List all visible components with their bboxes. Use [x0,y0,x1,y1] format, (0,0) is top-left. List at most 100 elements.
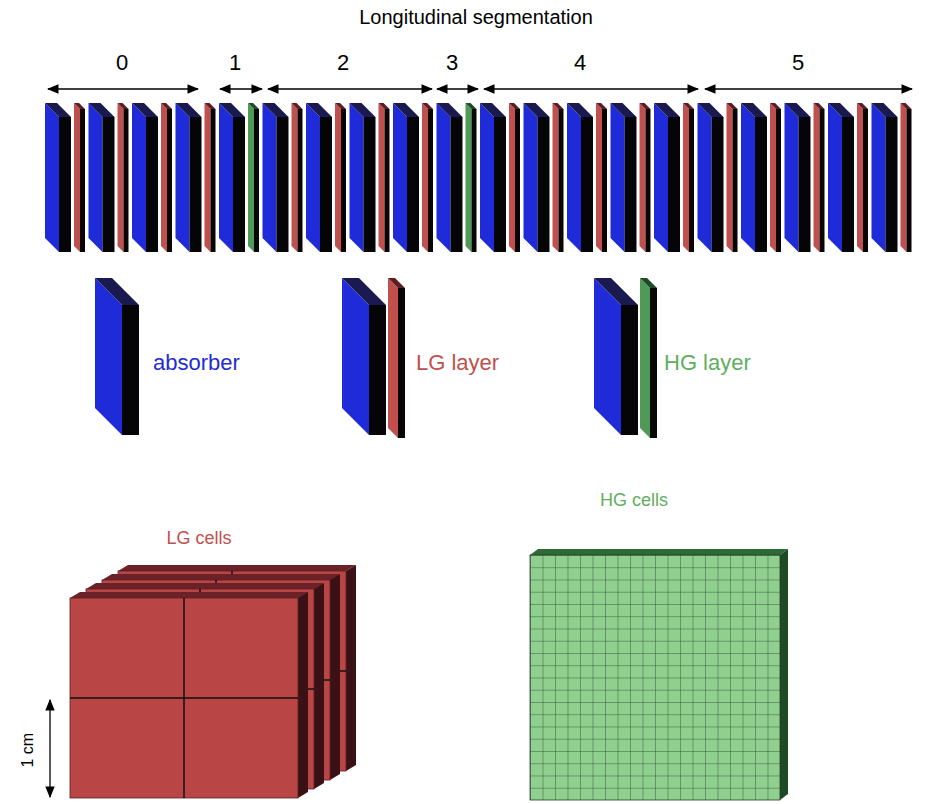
lg-layer-top [596,103,607,109]
lg-layer [422,103,433,252]
absorber-plate [828,103,854,252]
absorber-plate-front [146,117,158,252]
absorber-plate [611,103,637,252]
absorber-plate [132,103,158,252]
lg-layer [857,103,868,252]
absorber-plate-front [59,117,71,252]
absorber-plate-face [437,103,451,252]
lg-layer-top [292,103,303,109]
absorber-plate-front [886,117,898,252]
absorber-plate-face [698,103,712,252]
lg-layer-top [901,103,912,109]
absorber-plate [480,103,506,252]
absorber-plate-top [524,103,550,117]
absorber-plate-front [538,117,550,252]
segment-number: 3 [446,50,458,75]
hg-sample-face [640,278,650,438]
absorber-plate-face [785,103,799,252]
lg-layer-top [118,103,129,109]
lg-layer-front [211,109,216,252]
lg-layer-face [683,103,689,252]
segment-number: 1 [229,50,241,75]
lg-sample-front [398,288,405,438]
lg-layer-front [341,109,346,252]
absorber-plate-top [219,103,245,117]
lg-layer-top [422,103,433,109]
absorber-plate-front [364,117,376,252]
absorber-plate-front [320,117,332,252]
lg-layer-top [335,103,346,109]
legend-entry: HG layer [664,350,751,375]
absorber-plate-face [263,103,277,252]
lg-layer-top [770,103,781,109]
absorber-sample-front [122,305,139,435]
hg-sample-front [650,288,657,438]
absorber-plate-top [611,103,637,117]
absorber-sample-front [621,305,638,435]
plate-top [118,565,356,571]
scale-arrow [49,700,50,797]
absorber-plate-front [581,117,593,252]
lg-cells-figure [70,565,356,798]
lg-cell-plate [70,592,308,798]
absorber-plate [654,103,680,252]
absorber-plate-top [785,103,811,117]
lg-layer-face [640,103,646,252]
absorber-sample [594,278,638,435]
lg-layer-top [640,103,651,109]
absorber-plate-top [132,103,158,117]
scale-label: 1 cm [19,733,37,768]
absorber-plate [524,103,550,252]
hg-sample [640,278,657,438]
absorber-sample [95,278,139,435]
absorber-sample-front [369,305,386,435]
plate-top [530,549,788,555]
absorber-plate [698,103,724,252]
lg-layer-front [776,109,781,252]
absorber-plate-top [263,103,289,117]
absorber-plate-front [277,117,289,252]
absorber-plate [89,103,115,252]
absorber-plate-top [89,103,115,117]
absorber-sample-top [95,278,139,305]
lg-layer [727,103,738,252]
lg-layer-front [385,109,390,252]
absorber-plate [350,103,376,252]
absorber-plate-front [494,117,506,252]
lg-layer-front [559,109,564,252]
hg-cell-grid [530,555,780,800]
absorber-plate-front [755,117,767,252]
absorber-plate-top [393,103,419,117]
lg-layer-face [205,103,211,252]
lg-layer [292,103,303,252]
lg-layer-face [814,103,820,252]
absorber-sample-top [342,278,386,305]
figure-label: LG cells [166,528,231,549]
segment-number: 4 [574,50,586,75]
absorber-plate-face [45,103,59,252]
plate-side [330,574,340,780]
segment-number: 5 [792,50,804,75]
absorber-plate-top [872,103,898,117]
lg-layer-face [901,103,907,252]
lg-layer [640,103,651,252]
legend-text: absorber [153,350,240,375]
lg-layer [596,103,607,252]
lg-layer-face [335,103,341,252]
segment-arrow [705,88,912,89]
hg-layer-top [248,103,259,109]
lg-layer-top [857,103,868,109]
absorber-plate-top [654,103,680,117]
lg-layer-top [205,103,216,109]
hg-layer [466,103,477,252]
lg-layer-face [379,103,385,252]
lg-layer-face [161,103,167,252]
segment-arrow [268,88,432,89]
absorber-plate [872,103,898,252]
lg-sample-face [388,278,398,438]
legend-text: HG layer [664,350,751,375]
plate-front [70,598,298,798]
lg-layer-front [602,109,607,252]
absorber-plate-top [437,103,463,117]
lg-layer-top [553,103,564,109]
